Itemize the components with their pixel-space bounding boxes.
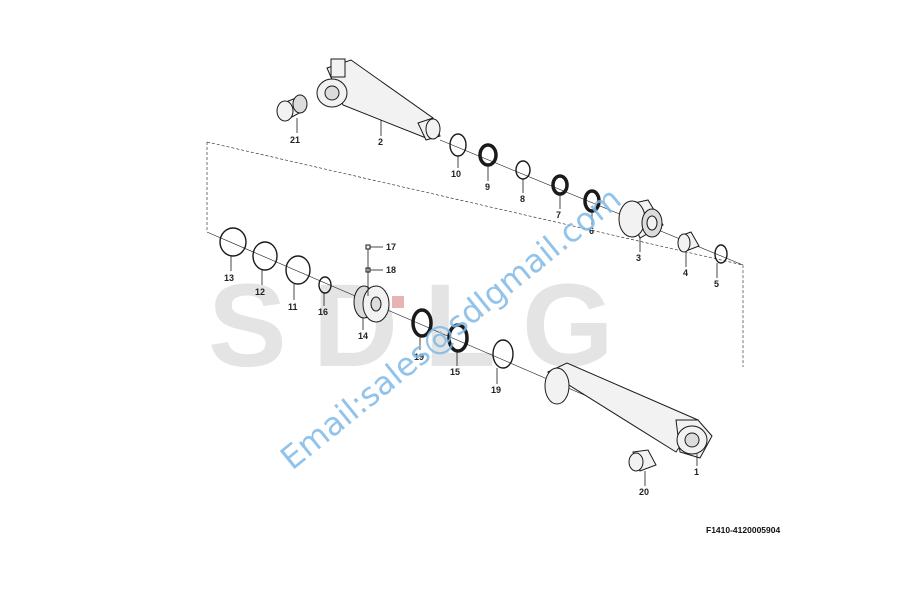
- callout-8: 8: [520, 194, 525, 204]
- callout-10: 10: [451, 169, 461, 179]
- callout-7: 7: [556, 210, 561, 220]
- piston-14: [353, 285, 390, 323]
- callout-2: 2: [378, 137, 383, 147]
- callout-5: 5: [714, 279, 719, 289]
- wear-ring-19a: [411, 308, 433, 338]
- callout-12: 12: [255, 287, 265, 297]
- wear-ring-19b: [492, 339, 514, 369]
- bushing-4: [677, 231, 700, 253]
- o-ring-11: [285, 255, 311, 285]
- snap-ring-5: [714, 244, 728, 264]
- assembly-frame: [206, 141, 744, 367]
- seal-ring-7: [551, 174, 569, 196]
- cylinder-barrel: [544, 362, 713, 459]
- seal-ring-8: [515, 160, 531, 180]
- callout-4: 4: [683, 268, 688, 278]
- callout-1: 1: [694, 467, 699, 477]
- callout-13: 13: [224, 273, 234, 283]
- cylinder-head-3: [618, 199, 664, 239]
- seal-15: [447, 323, 469, 353]
- callout-3: 3: [636, 253, 641, 263]
- leader-lines: [230, 118, 718, 486]
- seal-ring-9: [478, 143, 498, 167]
- callout-19a: 19: [414, 352, 424, 362]
- callout-15: 15: [450, 367, 460, 377]
- watermark-accent: [392, 296, 404, 308]
- bushing-20: [628, 449, 657, 472]
- callout-6: 6: [589, 226, 594, 236]
- callout-17: 17: [386, 242, 396, 252]
- figure-id: F1410-4120005904: [706, 525, 780, 535]
- callout-20: 20: [639, 487, 649, 497]
- callout-18: 18: [386, 265, 396, 275]
- watermark-brand: SDLG: [208, 260, 640, 392]
- bushing-21: [276, 94, 308, 122]
- marker-17: [365, 244, 371, 250]
- o-ring-13: [219, 227, 247, 257]
- callout-14: 14: [358, 331, 368, 341]
- o-ring-12: [252, 241, 278, 271]
- callout-16: 16: [318, 307, 328, 317]
- callout-21: 21: [290, 135, 300, 145]
- o-ring-16: [318, 276, 332, 294]
- callout-9: 9: [485, 182, 490, 192]
- piston-rod: [316, 58, 441, 141]
- callout-19b: 19: [491, 385, 501, 395]
- callout-11: 11: [288, 302, 298, 312]
